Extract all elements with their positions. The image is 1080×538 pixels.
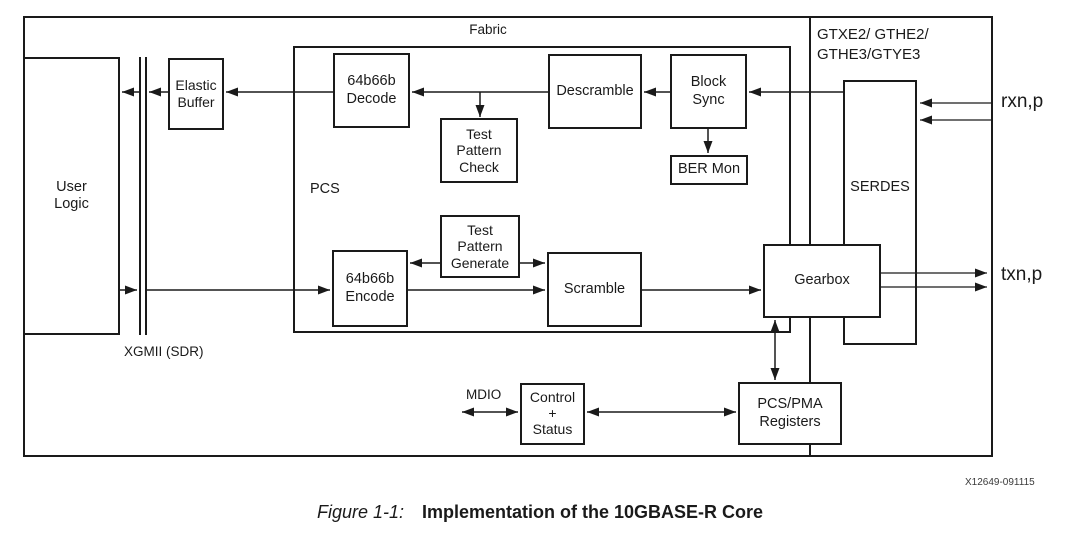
ber-mon-block: BER Mon <box>670 155 748 185</box>
gt-transceiver-label: GTXE2/ GTHE2/ GTHE3/GTYE3 <box>817 26 929 63</box>
test-pattern-generate-block: Test Pattern Generate <box>440 215 520 278</box>
gearbox-label: Gearbox <box>794 272 850 289</box>
block-sync-block: Block Sync <box>670 54 747 129</box>
mdio-label: MDIO <box>466 387 502 402</box>
serdes-label: SERDES <box>850 179 910 195</box>
descramble-label: Descramble <box>556 82 634 99</box>
figure-caption-title: Implementation of the 10GBASE-R Core <box>422 502 764 522</box>
pcs-pma-registers-block: PCS/PMA Registers <box>738 382 842 445</box>
user-logic-label: User Logic <box>54 178 89 212</box>
figure-caption: Figure 1-1: Implementation of the 10GBASE… <box>0 502 1080 523</box>
fabric-region-label: Fabric <box>469 22 507 37</box>
watermark-id: X12649-091115 <box>965 477 1035 488</box>
elastic-buffer-label: Elastic Buffer <box>175 77 217 110</box>
figure-caption-number: Figure 1-1: <box>316 502 404 522</box>
pcs-region-box <box>293 46 791 333</box>
user-logic-block: User Logic <box>23 57 120 335</box>
rx-pins-label: rxn,p <box>1001 91 1044 112</box>
xgmii-sdr-label: XGMII (SDR) <box>124 344 204 359</box>
test-pattern-generate-label: Test Pattern Generate <box>450 221 510 271</box>
block-sync-label: Block Sync <box>690 74 727 108</box>
64b66b-decode-block: 64b66b Decode <box>333 53 410 128</box>
64b66b-encode-label: 64b66b Encode <box>345 271 395 305</box>
control-status-label: Control + Status <box>529 389 576 437</box>
pcs-region-label: PCS <box>310 181 340 197</box>
gearbox-block: Gearbox <box>763 244 881 318</box>
tx-pins-label: txn,p <box>1001 264 1043 285</box>
test-pattern-check-label: Test Pattern Check <box>456 125 502 175</box>
test-pattern-check-block: Test Pattern Check <box>440 118 518 183</box>
elastic-buffer-block: Elastic Buffer <box>168 58 224 130</box>
64b66b-decode-label: 64b66b Decode <box>346 73 397 107</box>
pcs-pma-registers-label: PCS/PMA Registers <box>757 396 823 430</box>
64b66b-encode-block: 64b66b Encode <box>332 250 408 327</box>
control-status-block: Control + Status <box>520 383 585 445</box>
xgmii-interface-bar <box>139 57 147 335</box>
descramble-block: Descramble <box>548 54 642 129</box>
ber-mon-label: BER Mon <box>677 161 741 178</box>
scramble-block: Scramble <box>547 252 642 327</box>
scramble-label: Scramble <box>563 280 626 297</box>
